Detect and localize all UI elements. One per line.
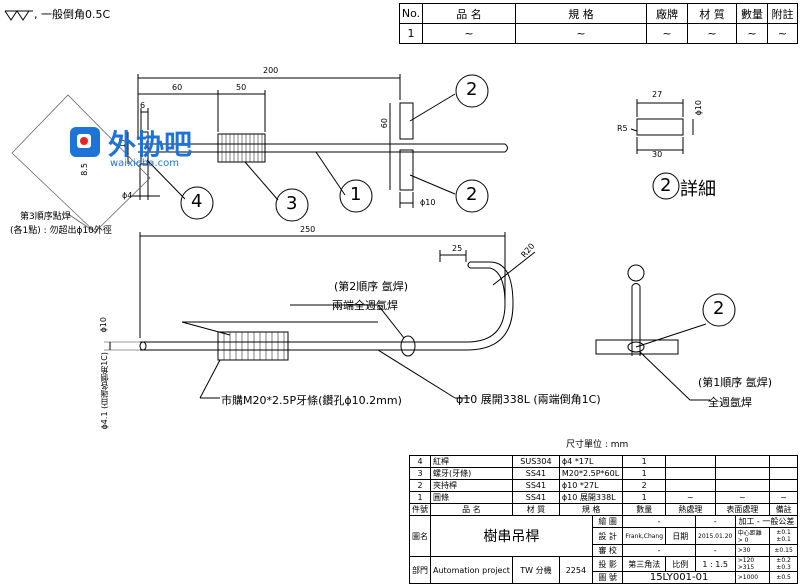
- dim-27: 27: [652, 90, 663, 99]
- note-weld1b: 全週氬焊: [708, 396, 752, 409]
- dim-50: 50: [236, 83, 247, 92]
- note-weld1: (第1順序 氬焊): [698, 376, 773, 389]
- note-thread: 市購M20*2.5P牙條(鑽孔ϕ10.2mm): [221, 394, 402, 407]
- note-weld2b: 兩端全週氬焊: [332, 299, 398, 312]
- dim-r5: R5: [617, 124, 628, 133]
- balloon-2-detail: 2: [660, 175, 672, 196]
- dim-phi4-1: ϕ4.1 (白端各側角1C): [100, 352, 109, 430]
- dim-30: 30: [652, 150, 663, 159]
- bom-table: No. 品 名 規 格 廠牌 材 質 數量 附註 1 ~ ~ ~ ~ ~ ~: [399, 3, 798, 44]
- detail-label: 詳細: [680, 179, 716, 200]
- note-rod: ϕ10 展開338L (兩端倒角1C): [456, 393, 601, 406]
- note-weld3b: (各1點) : 勿超出ϕ10外徑: [10, 226, 112, 236]
- note-weld3: 第3順序點焊: [20, 212, 71, 222]
- note-unit: 尺寸單位 : mm: [566, 440, 629, 450]
- dim-phi10-c: ϕ10: [99, 317, 108, 333]
- dim-60: 60: [172, 83, 183, 92]
- dim-25: 25: [452, 244, 463, 253]
- dim-200: 200: [263, 66, 279, 75]
- parts-header-row: 件號品 名 材 質規 格 數量熱處理 表面處理備註: [409, 503, 798, 516]
- balloon-3: 3: [286, 193, 298, 214]
- dim-60-vertical: 60: [380, 118, 389, 129]
- balloon-2-bottom: 2: [466, 184, 478, 205]
- drawing-canvas: [11, 74, 736, 401]
- balloon-2-right: 2: [713, 298, 725, 319]
- dim-phi10-b: ϕ10: [694, 100, 703, 116]
- logo-mark-icon: [70, 127, 100, 157]
- surface-note: , 一般倒角0.5C: [4, 6, 110, 22]
- note-weld2: (第2順序 氬焊): [334, 280, 409, 293]
- watermark-logo: 外协吧 waixieba.com: [68, 123, 208, 173]
- title-row-1: 圖名 樹串吊桿 繪 圖-- 加工 - 一般公差: [409, 515, 799, 557]
- surface-finish-icon: [4, 10, 33, 21]
- balloon-4: 4: [191, 191, 203, 212]
- dim-phi10-a: ϕ10: [420, 198, 436, 207]
- balloon-1: 1: [350, 184, 362, 205]
- dim-6: 6: [140, 101, 146, 110]
- title-row-4: 部門 Automation project TW 分機 2254 投 影第三角法…: [409, 556, 798, 584]
- dim-phi4: ϕ4: [122, 191, 133, 200]
- bom-row: 1 ~ ~ ~ ~ ~ ~: [399, 23, 798, 44]
- balloon-2-top: 2: [466, 79, 478, 100]
- dim-250: 250: [300, 225, 316, 234]
